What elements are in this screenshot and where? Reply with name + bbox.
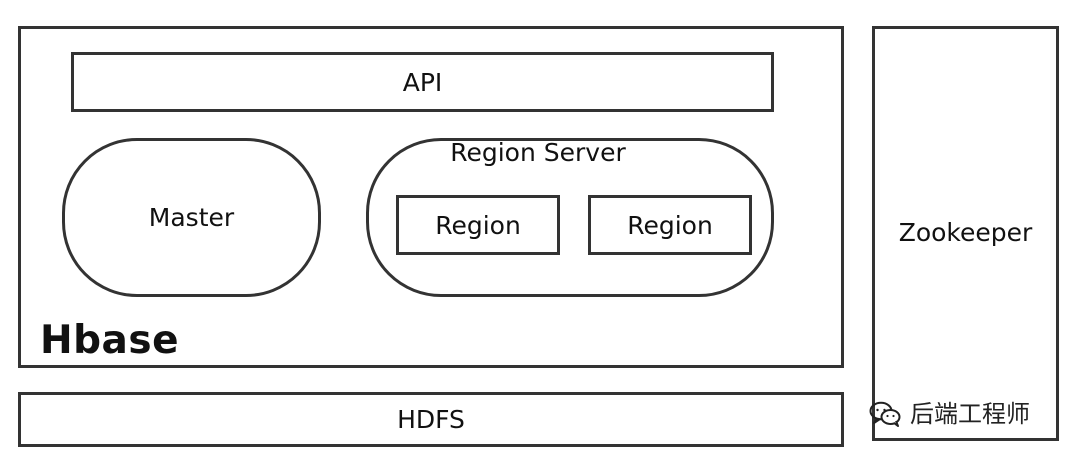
region-server-label: Region Server [450, 138, 626, 167]
region-label-right: Region [627, 210, 713, 240]
region-box-left: Region [396, 195, 560, 255]
hdfs-bar: HDFS [18, 392, 844, 447]
hbase-title: Hbase [40, 318, 180, 363]
master-node: Master [62, 138, 321, 297]
region-label-left: Region [435, 210, 521, 240]
api-bar: API [71, 52, 774, 112]
region-box-right: Region [588, 195, 752, 255]
zookeeper-container [872, 26, 1059, 441]
master-label: Master [148, 203, 235, 232]
wechat-icon [869, 401, 901, 427]
watermark-text: 后端工程师 [910, 400, 1030, 428]
zookeeper-label: Zookeeper [898, 218, 1033, 247]
api-label: API [402, 67, 443, 97]
hdfs-label: HDFS [397, 405, 465, 434]
watermark: 后端工程师 [868, 400, 1030, 428]
